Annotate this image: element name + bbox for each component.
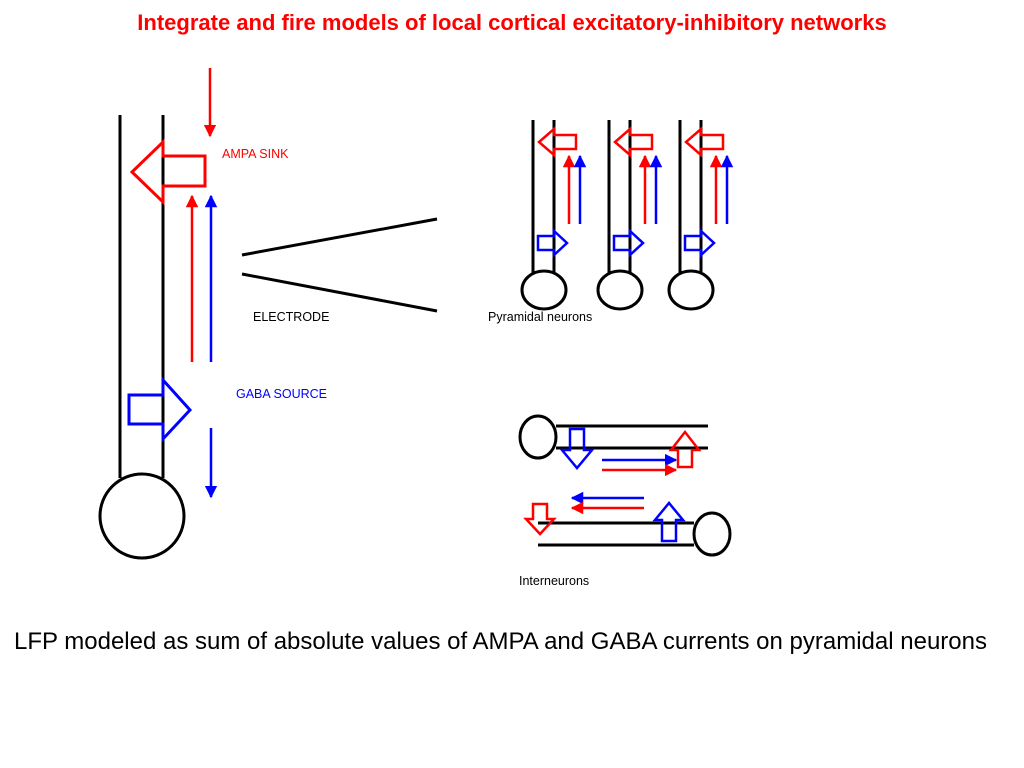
interneuron-1 (518, 414, 708, 477)
slide-caption: LFP modeled as sum of absolute values of… (14, 628, 987, 655)
soma-circle (518, 414, 558, 460)
ampa-sink-arrow-icon (537, 126, 578, 158)
soma-circle (98, 472, 186, 560)
large-pyramidal-neuron (98, 115, 186, 560)
soma-circle (692, 511, 732, 557)
slide-title: Integrate and fire models of local corti… (137, 10, 887, 35)
interneuron-2 (523, 491, 732, 557)
ampa-sink-arrow-icon (129, 138, 207, 206)
pyramidal-neuron-2 (596, 120, 663, 311)
pyramidal-neuron-3 (667, 120, 734, 311)
electrode-lower-line (241, 272, 438, 313)
gaba-source-arrow-icon (683, 228, 716, 258)
red-down-block-arrow-icon (523, 502, 557, 536)
gaba-source-arrow-icon (612, 228, 645, 258)
ampa-sink-arrow-icon (613, 126, 654, 158)
red-up-block-arrow-icon (668, 429, 702, 469)
blue-up-block-arrow-icon (652, 501, 686, 543)
soma-circle (667, 269, 715, 311)
blue-down-block-arrow-icon (559, 427, 595, 470)
electrode-upper-line (241, 217, 438, 257)
gaba-source-arrow-icon (536, 228, 569, 258)
pyramidal-neurons-label: Pyramidal neurons (488, 310, 593, 324)
electrode-label: ELECTRODE (253, 310, 330, 324)
ampa-sink-label: AMPA SINK (222, 147, 289, 161)
soma-circle (596, 269, 644, 311)
electrode (241, 217, 438, 313)
interneurons-label: Interneurons (519, 574, 590, 588)
gaba-source-arrow-icon (127, 376, 193, 443)
gaba-source-label: GABA SOURCE (236, 387, 327, 401)
soma-circle (520, 269, 568, 311)
ampa-sink-arrow-icon (684, 126, 725, 158)
pyramidal-neuron-1 (520, 120, 587, 311)
